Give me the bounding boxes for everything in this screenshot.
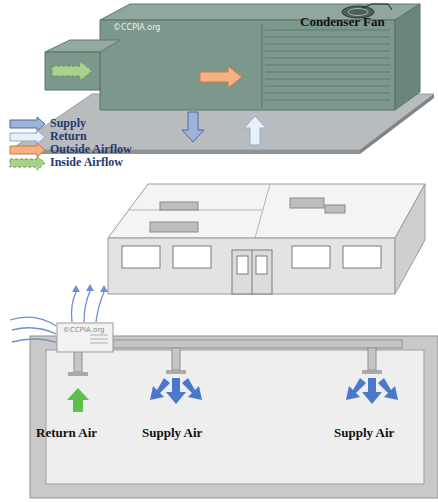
rooftop-units xyxy=(150,198,345,232)
grille xyxy=(68,372,88,376)
inside-airflow-arrow xyxy=(52,61,92,81)
legend-arrow xyxy=(10,130,45,144)
watermark: ©CCPIA.org xyxy=(113,23,160,32)
air-label: Return Air xyxy=(36,425,97,441)
legend-arrow xyxy=(10,143,45,157)
legend-text: Outside Airflow xyxy=(50,142,132,157)
hood-top xyxy=(45,40,120,52)
return-air-arrow xyxy=(67,388,89,412)
part-label: Condenser Fan xyxy=(300,14,385,30)
building-interior xyxy=(46,350,424,484)
return-drop xyxy=(74,350,82,372)
leader-line xyxy=(362,4,392,10)
duct-drop xyxy=(368,348,376,370)
outside-air-arrows xyxy=(10,291,104,342)
roof-line xyxy=(255,184,270,238)
unit-side xyxy=(395,4,420,110)
rooftop-unit xyxy=(57,323,113,352)
legend-arrow xyxy=(10,117,45,131)
diffuser xyxy=(362,370,382,374)
hood-front xyxy=(45,52,100,90)
outside-airflow-arrow xyxy=(200,66,242,88)
louvers xyxy=(262,24,390,108)
legend-text: Supply xyxy=(50,116,86,131)
diffuser xyxy=(166,370,186,374)
air-label: Supply Air xyxy=(334,425,394,441)
supply-arrow xyxy=(182,112,204,142)
supply-duct xyxy=(100,340,402,348)
legend-text: Inside Airflow xyxy=(50,155,123,170)
door xyxy=(232,250,272,294)
return-arrow xyxy=(244,116,266,145)
unit-front xyxy=(100,20,395,110)
arrow-heads xyxy=(72,284,108,292)
legend-text: Return xyxy=(50,129,87,144)
supply-air-arrows xyxy=(150,378,398,404)
duct-drop xyxy=(172,348,180,370)
air-label: Supply Air xyxy=(142,425,202,441)
building-front xyxy=(108,238,395,294)
building-roof xyxy=(108,184,425,238)
watermark: ©CCPIA.org xyxy=(63,326,104,334)
legend-arrow xyxy=(10,156,45,170)
building-side xyxy=(395,184,425,294)
unit-grille xyxy=(90,335,108,343)
building-section xyxy=(30,336,438,498)
